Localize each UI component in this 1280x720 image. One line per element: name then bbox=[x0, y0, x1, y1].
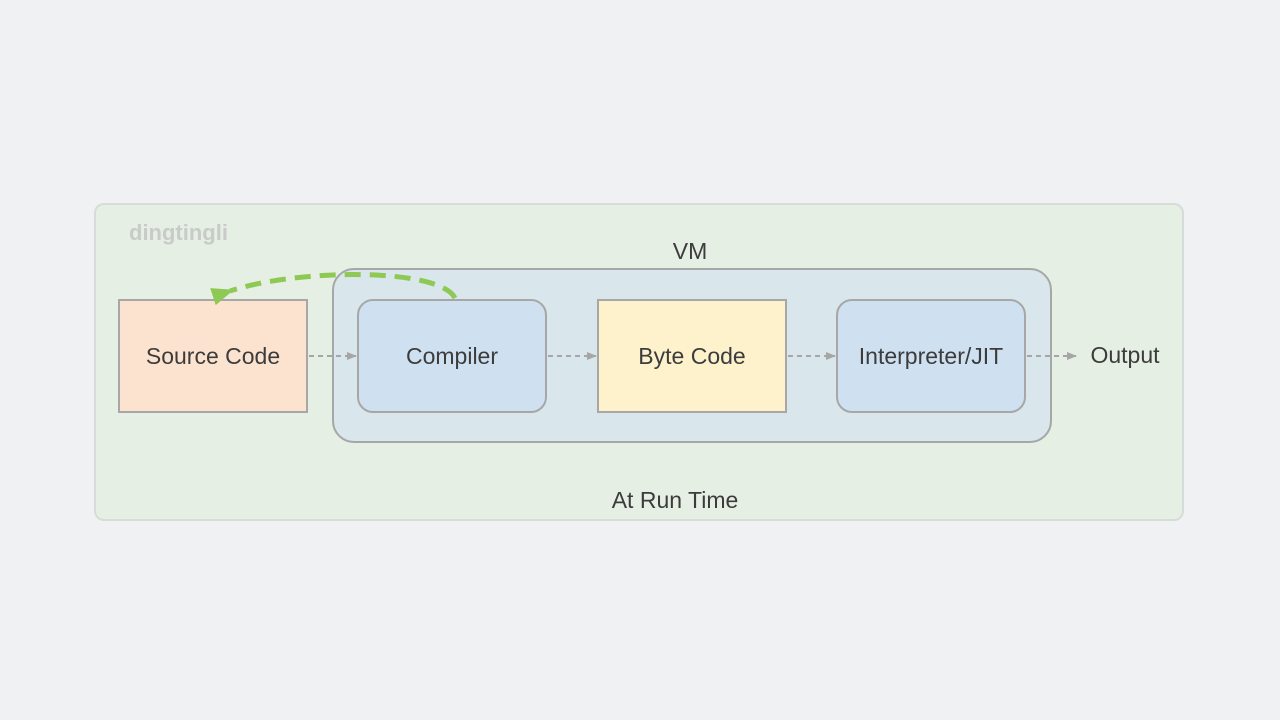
byte-code-label: Byte Code bbox=[638, 342, 746, 369]
source-code-node: Source Code bbox=[118, 299, 308, 413]
output-label: Output bbox=[1090, 342, 1160, 368]
watermark: dingtingli bbox=[129, 220, 228, 245]
byte-code-node: Byte Code bbox=[597, 299, 787, 413]
runtime-label: At Run Time bbox=[611, 487, 739, 513]
source-code-label: Source Code bbox=[145, 342, 281, 369]
interpreter-label: Interpreter/JIT bbox=[858, 342, 1004, 369]
feedback-arrow bbox=[210, 272, 458, 306]
compiler-node: Compiler bbox=[357, 299, 547, 413]
compiler-label: Compiler bbox=[405, 342, 499, 369]
interpreter-node: Interpreter/JIT bbox=[836, 299, 1026, 413]
vm-label: VM bbox=[672, 238, 708, 264]
